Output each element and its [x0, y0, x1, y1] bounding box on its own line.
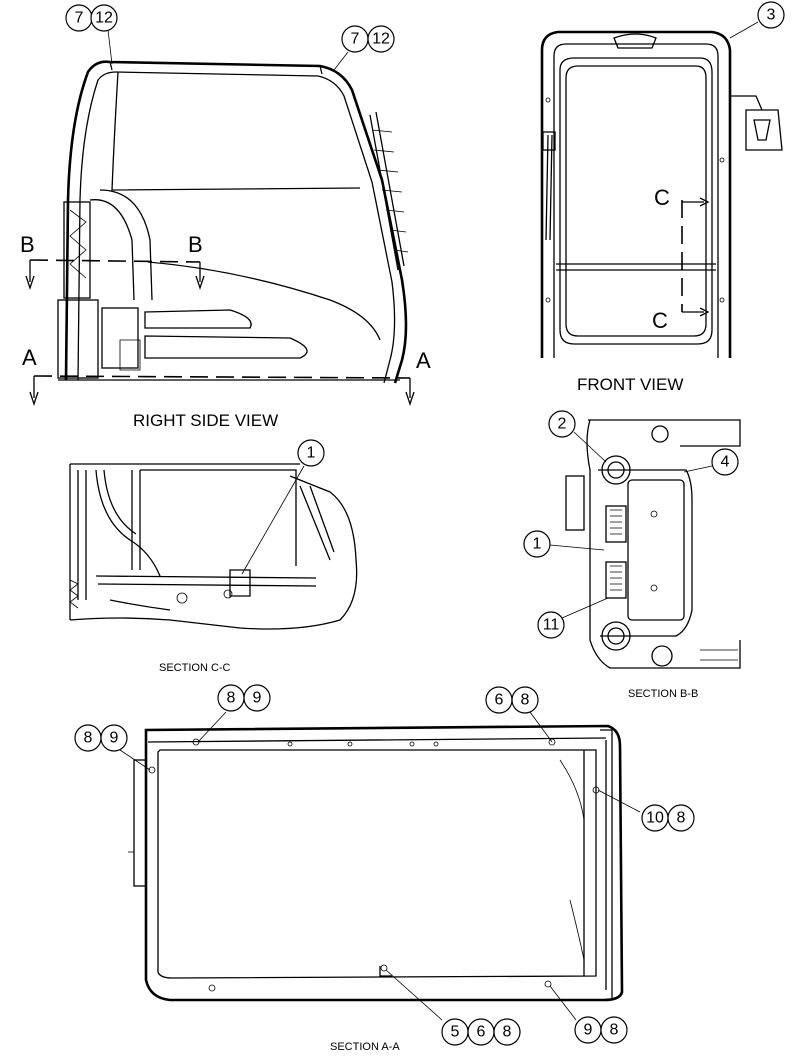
callout-label: 2 — [558, 416, 567, 433]
callout-label: 1 — [533, 536, 542, 553]
callout-label: 9 — [110, 730, 119, 747]
section-bb-title: SECTION B-B — [628, 688, 698, 700]
section-marker-a-right: A — [416, 348, 431, 373]
callout-8-9-top: 8 9 — [197, 684, 271, 743]
callout-3: 3 — [729, 1, 785, 39]
callout-8-9-left: 8 9 — [74, 724, 151, 771]
section-aa-title: SECTION A-A — [330, 1041, 400, 1053]
section-marker-b-right: B — [188, 232, 203, 257]
right-side-view — [25, 60, 415, 407]
callout-label: 7 — [75, 10, 84, 27]
callout-label: 8 — [677, 810, 686, 827]
callout-6-8-top: 6 8 — [485, 686, 553, 743]
callout-label: 8 — [503, 1024, 512, 1041]
callout-label: 8 — [521, 692, 530, 709]
callout-1-cc: 1 — [241, 439, 325, 575]
callout-7-12-top-mid: 7 12 — [333, 25, 395, 71]
callout-label: 6 — [495, 692, 504, 709]
callout-label: 8 — [227, 690, 236, 707]
callout-9-8-bottom: 9 8 — [549, 985, 628, 1044]
callout-10-8-right: 10 8 — [597, 789, 695, 832]
callout-11-bb: 11 — [537, 597, 609, 639]
callout-label: 11 — [543, 617, 560, 634]
section-marker-a-left: A — [22, 345, 37, 370]
callout-4-bb: 4 — [683, 448, 739, 476]
callout-label: 5 — [451, 1024, 460, 1041]
callout-label: 1 — [307, 445, 316, 462]
callout-label: 12 — [372, 31, 390, 48]
callout-label: 8 — [610, 1022, 619, 1039]
section-bb-view — [565, 419, 741, 669]
callout-5-6-8-bottom: 5 6 8 — [385, 969, 521, 1046]
section-cc-title: SECTION C-C — [159, 662, 231, 674]
front-view — [540, 30, 783, 358]
callout-label: 9 — [253, 690, 262, 707]
section-aa-view — [128, 724, 624, 1002]
callout-7-12-top-left: 7 12 — [65, 4, 118, 65]
front-view-title: FRONT VIEW — [577, 375, 683, 394]
callout-label: 8 — [84, 730, 93, 747]
callout-label: 3 — [767, 7, 776, 24]
section-marker-b-left: B — [20, 232, 35, 257]
callout-1-bb: 1 — [523, 530, 605, 558]
callout-label: 10 — [646, 810, 664, 827]
callout-2-bb: 2 — [548, 410, 607, 463]
callout-label: 7 — [351, 31, 360, 48]
section-cc-view — [69, 463, 358, 630]
callout-label: 4 — [721, 454, 730, 471]
callout-label: 12 — [95, 10, 113, 27]
section-marker-c-bottom: C — [652, 308, 668, 333]
section-marker-c-top: C — [654, 185, 670, 210]
callout-label: 9 — [584, 1022, 593, 1039]
right-side-view-title: RIGHT SIDE VIEW — [133, 411, 278, 430]
callout-label: 6 — [477, 1024, 486, 1041]
